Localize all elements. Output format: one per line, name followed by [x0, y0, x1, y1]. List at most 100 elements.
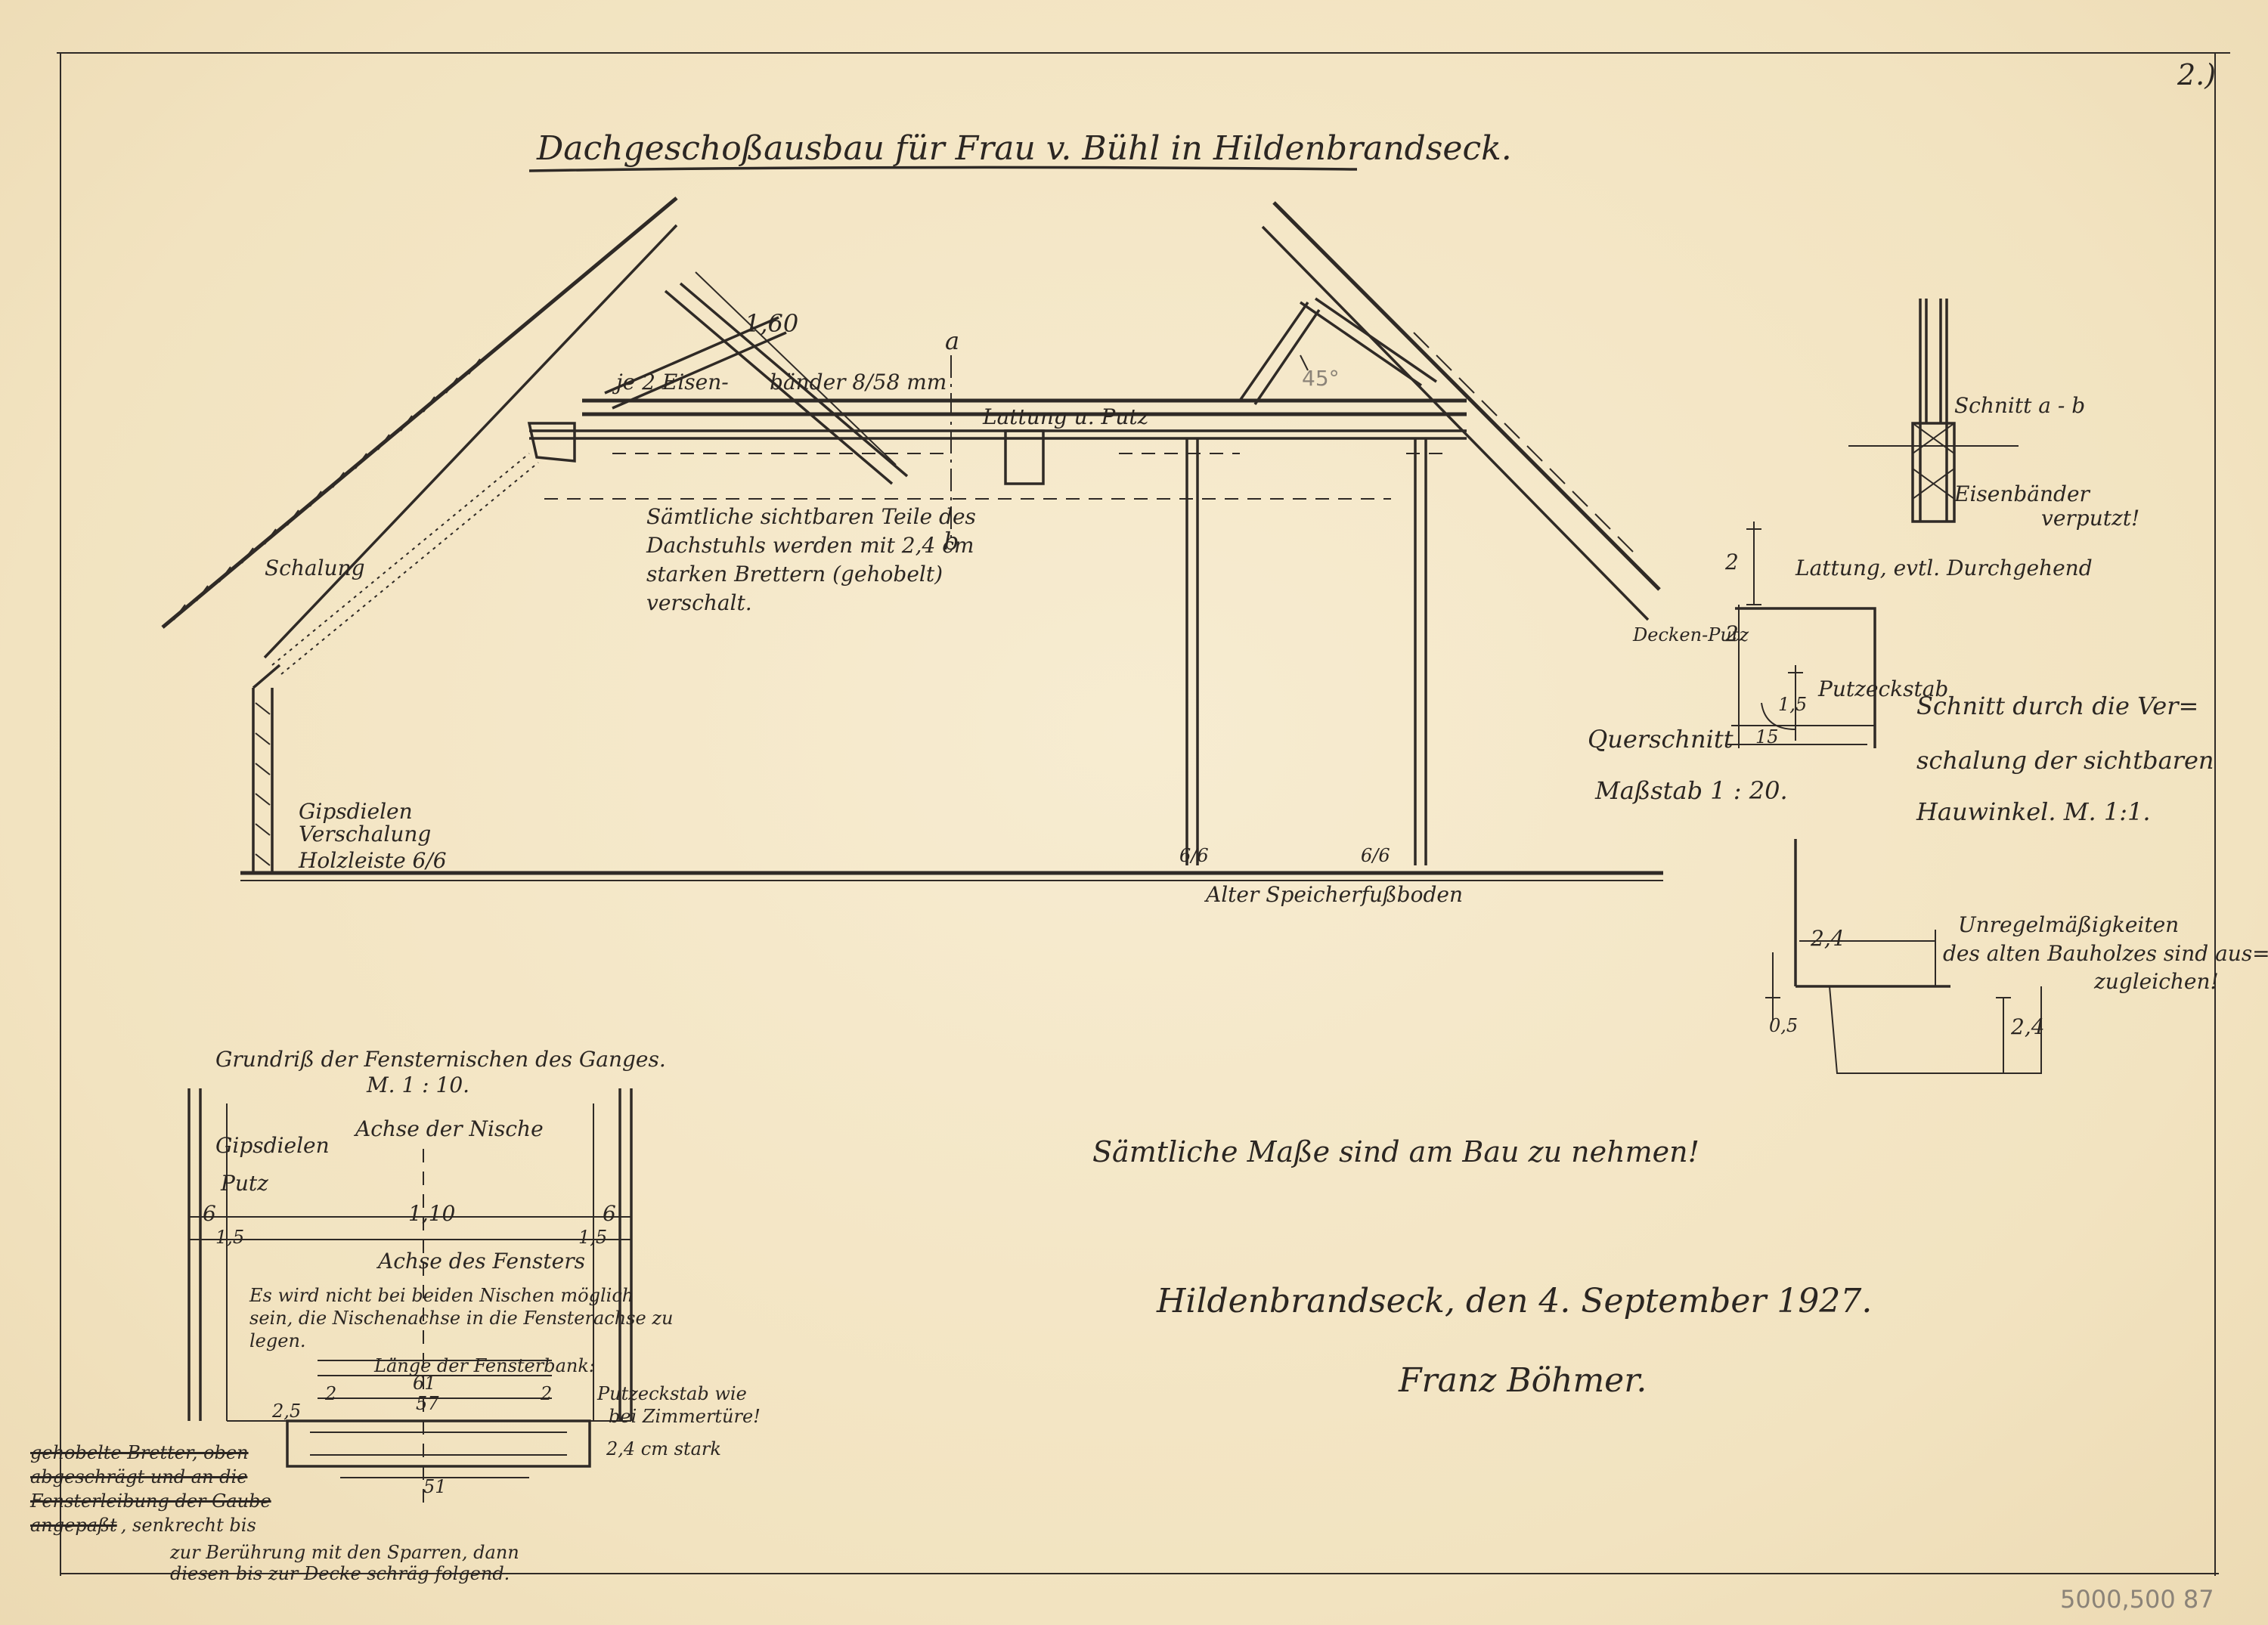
putzeckstab-plan-1: Putzeckstab wie: [597, 1383, 747, 1404]
tie-note-a: je 2 Eisen-: [616, 370, 729, 395]
struck-line: abgeschrägt und an die: [30, 1466, 248, 1487]
dim-line-160: [695, 271, 897, 466]
detail-ab-title: Schnitt a - b: [1954, 393, 2086, 418]
niche-plan: [187, 1088, 633, 1504]
schnitt-title-1: Schnitt durch die Ver=: [1916, 692, 2199, 720]
left-note-struck: gehobelte Bretter, oben abgeschrägt und …: [30, 1444, 271, 1534]
dim-2-top: 2: [1725, 549, 1739, 574]
lower-note-3: zugleichen!: [2094, 969, 2219, 994]
putz-label: Putz: [221, 1171, 268, 1196]
wall-label-3: Holzleiste 6/6: [299, 848, 447, 873]
sill-length-label: Länge der Fensterbank:: [374, 1355, 595, 1376]
axis-window-label: Achse des Fensters: [378, 1249, 585, 1274]
dim-6-left: 6: [203, 1201, 216, 1226]
archive-number: 5000,500 87: [2060, 1585, 2214, 1614]
roof-left-label: Schalung: [265, 556, 365, 580]
wall-label-2: Verschalung: [299, 822, 432, 847]
sheet-border: [57, 52, 2230, 1576]
axis-b-label: b: [943, 527, 959, 556]
note-line: starken Brettern (gehobelt): [646, 562, 943, 587]
knee-wall-hatch: [255, 702, 271, 866]
dim-2-left: 2: [325, 1383, 337, 1404]
knee-wall: [252, 664, 281, 873]
dim-57: 57: [416, 1393, 439, 1414]
roof-section: [161, 197, 1663, 881]
axis-niche-label: Achse der Nische: [355, 1116, 544, 1141]
strut-right: [1300, 297, 1437, 387]
dim-61: 61: [413, 1373, 436, 1394]
hidden-lines: [544, 453, 1452, 500]
dim-24: 2,4: [1811, 926, 1845, 951]
angle-arc: [1300, 354, 1309, 371]
plan-title: Grundriß der Fensternischen des Ganges.: [215, 1047, 666, 1072]
detail-ab-note-2: verputzt!: [2041, 506, 2140, 531]
struck-line: angepaßt: [30, 1515, 117, 1536]
dim-15-right: 1,5: [578, 1227, 608, 1248]
roof-right-inner: [1261, 225, 1650, 621]
post-label-2: 6/6: [1361, 845, 1390, 866]
massstab-label: Maßstab 1 : 20.: [1595, 776, 1788, 805]
left-note-rest-2: zur Berührung mit den Sparren, dann: [170, 1542, 519, 1563]
roof-left-inner: [263, 224, 678, 659]
thickness-label: 2,4 cm stark: [606, 1438, 721, 1459]
sloped-insulation: [271, 453, 539, 675]
roof-right-shingles: [1413, 332, 1634, 552]
title-underline: [528, 166, 1358, 172]
general-note: Sämtliche Maße sind am Bau zu nehmen!: [1092, 1135, 1699, 1168]
plan-note-3: legen.: [249, 1330, 306, 1351]
dim-160-label: 1,60: [745, 309, 799, 338]
dim-51: 51: [423, 1476, 447, 1497]
hanging-beam: [1004, 429, 1045, 485]
gipsdielen-label: Gipsdielen: [215, 1133, 330, 1158]
lower-note-2: des alten Bauholzes sind aus=: [1943, 941, 2268, 966]
plan-scale: M. 1 : 10.: [367, 1072, 470, 1097]
schnitt-title-3: Hauwinkel. M. 1:1.: [1916, 797, 2151, 826]
dim-24v: 2,4: [2011, 1014, 2045, 1039]
dim-15: 15: [1755, 726, 1779, 748]
strut-left-2: [604, 316, 787, 410]
drawing-title: Dachgeschoßausbau für Frau v. Bühl in Hi…: [537, 129, 1512, 168]
note-line: Dachstuhls werden mit 2,4 cm: [646, 533, 974, 558]
eave-block: [527, 422, 576, 463]
dim-15a: 1,5: [1778, 694, 1808, 715]
wall-label-1: Gipsdielen: [299, 799, 413, 824]
ceiling-note: Lattung u. Putz: [983, 404, 1149, 429]
dim-15-left: 1,5: [215, 1227, 245, 1248]
dim-2-mid: 2: [1725, 621, 1739, 646]
axis-a-label: a: [945, 327, 960, 355]
dim-2-5: 2,5: [272, 1401, 302, 1422]
lower-note-1: Unregelmäßigkeiten: [1958, 912, 2180, 937]
plan-note-2: sein, die Nischenachse in die Fensterach…: [249, 1308, 674, 1329]
plan-note-1: Es wird nicht bei beiden Nischen möglich: [249, 1285, 634, 1306]
lattung-label: Lattung, evtl. Durchgehend: [1796, 556, 2093, 580]
angle-label: 45°: [1302, 366, 1340, 391]
putzeckstab-label: Putzeckstab: [1818, 676, 1949, 701]
visible-parts-note: Sämtliche sichtbaren Teile des Dachstuhl…: [646, 506, 976, 614]
left-note-rest-3: diesen bis zur Decke schräg folgend.: [170, 1563, 510, 1584]
detail-trim: [1727, 522, 2042, 1074]
querschnitt-label: Querschnitt: [1588, 725, 1734, 754]
dim-6-right: 6: [603, 1201, 616, 1226]
note-line: , senkrecht bis: [120, 1515, 256, 1536]
dim-110: 1,10: [408, 1201, 456, 1226]
note-line: verschalt.: [646, 590, 752, 615]
ceiling-line: [529, 429, 1467, 440]
place-date: Hildenbrandseck, den 4. September 1927.: [1157, 1282, 1873, 1320]
decken-putz-label: Decken-Putz: [1633, 624, 1749, 645]
floor-label: Alter Speicherfußboden: [1206, 882, 1463, 907]
roof-right-outer: [1272, 201, 1661, 591]
tie-note-b: bänder 8/58 mm: [770, 370, 947, 395]
post-1: [1185, 438, 1199, 865]
dim-05: 0,5: [1769, 1015, 1799, 1036]
detail-ab-note-1: Eisenbänder: [1954, 481, 2090, 506]
detail-section-a-b: [1848, 299, 2019, 523]
collar-beam: [582, 398, 1467, 416]
roof-left-shingles: [173, 358, 481, 621]
struck-line: Fensterleibung der Gaube: [30, 1490, 271, 1512]
struck-line: gehobelte Bretter, oben: [30, 1442, 249, 1463]
strut-left-1: [664, 282, 909, 485]
signature: Franz Böhmer.: [1399, 1361, 1647, 1400]
post-2: [1414, 438, 1427, 865]
